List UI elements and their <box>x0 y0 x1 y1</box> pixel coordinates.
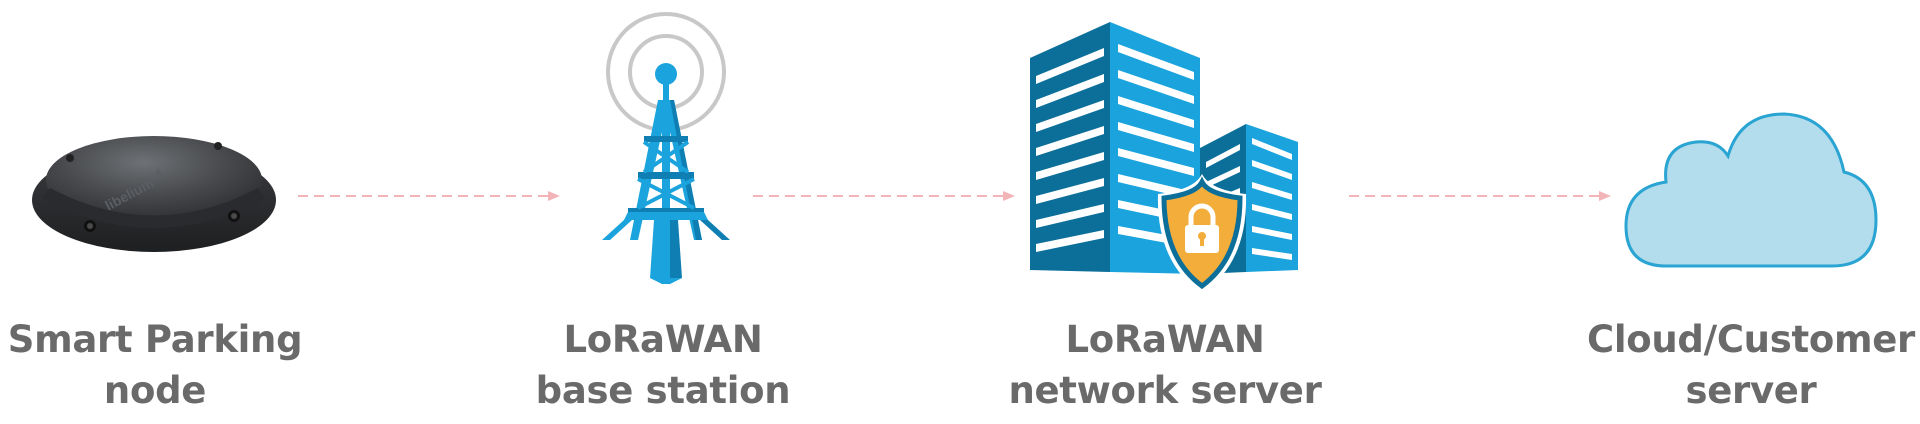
label-line-1: LoRaWAN <box>1065 318 1265 361</box>
label-line-2: node <box>103 369 207 412</box>
connector-arrow-2 <box>753 189 1017 203</box>
lock-shield-icon <box>1157 174 1247 294</box>
secure-server-buildings-icon <box>1028 22 1300 297</box>
label-line-2: network server <box>1008 369 1322 412</box>
label-cloud-customer-server: Cloud/Customer server <box>1582 314 1920 416</box>
cloud-icon <box>1622 110 1880 272</box>
label-smart-parking-node: Smart Parking node <box>0 314 310 416</box>
label-lorawan-network-server: LoRaWAN network server <box>1000 314 1330 416</box>
label-line-1: Smart Parking <box>7 318 303 361</box>
parking-sensor-icon: libelium <box>30 118 280 260</box>
connector-arrow-3 <box>1349 189 1613 203</box>
label-lorawan-base-station: LoRaWAN base station <box>513 314 813 416</box>
label-line-2: server <box>1685 369 1817 412</box>
label-line-2: base station <box>535 369 791 412</box>
label-line-1: LoRaWAN <box>563 318 763 361</box>
connector-arrow-1 <box>298 189 562 203</box>
label-line-1: Cloud/Customer <box>1587 318 1915 361</box>
radio-tower-icon <box>598 8 738 284</box>
